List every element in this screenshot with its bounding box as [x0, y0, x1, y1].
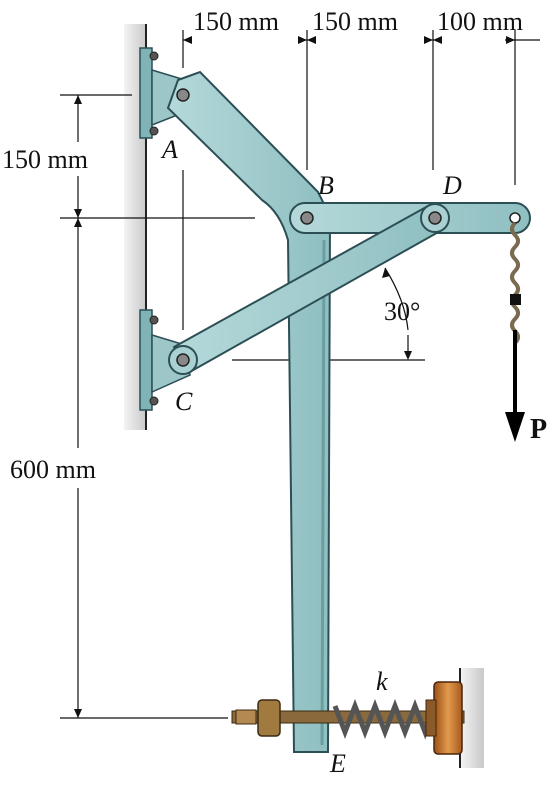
- pin-cable: [509, 212, 521, 224]
- dim-left-1: 150 mm: [2, 145, 88, 174]
- angle-label: 30°: [384, 297, 420, 326]
- pin-a: [176, 88, 190, 102]
- nut: [257, 699, 281, 737]
- cable: [510, 221, 521, 345]
- spring: [332, 699, 436, 740]
- point-label-d: D: [442, 171, 462, 200]
- dim-top-1: 150 mm: [193, 7, 279, 36]
- point-label-e: E: [329, 749, 346, 778]
- rod-end: [235, 709, 257, 725]
- pin-c: [176, 353, 190, 367]
- dim-top-3: 100 mm: [437, 7, 523, 36]
- spring-assembly: [231, 681, 465, 755]
- pin-d: [428, 211, 442, 225]
- point-label-a: A: [160, 135, 178, 164]
- spring-support: [433, 681, 463, 755]
- dim-top-2: 150 mm: [312, 7, 398, 36]
- point-label-c: C: [175, 387, 193, 416]
- dimension-arrowheads: [74, 36, 515, 718]
- member-abe-highlight: [320, 239, 326, 746]
- pins: [176, 88, 521, 367]
- point-label-b: B: [318, 171, 334, 200]
- force-arrow-p: [505, 330, 525, 442]
- spring-label-k: k: [376, 667, 388, 696]
- dim-left-2: 600 mm: [10, 455, 96, 484]
- force-label-p: P: [530, 414, 547, 445]
- pin-b: [300, 211, 314, 225]
